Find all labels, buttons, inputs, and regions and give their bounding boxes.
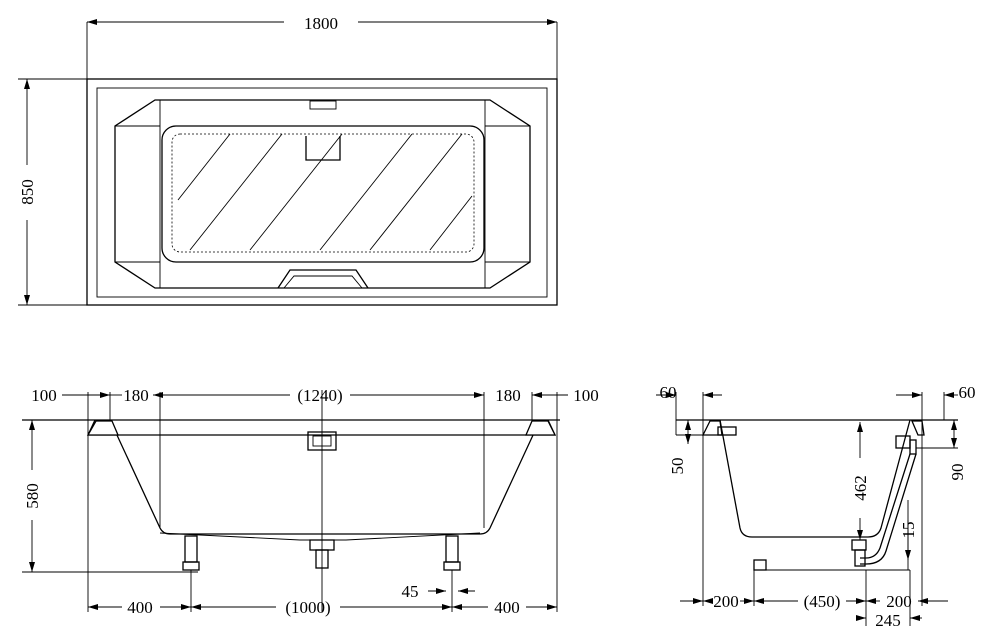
dim-side-depth: 462 <box>851 475 870 501</box>
dim-front-slope-left: 180 <box>123 386 149 405</box>
dim-top-depth: 850 <box>18 179 37 205</box>
dim-front-rim-right: 100 <box>573 386 599 405</box>
side-tub-body <box>719 419 911 538</box>
top-rim-outline <box>114 99 531 289</box>
dim-front-leg-right: 400 <box>494 598 520 617</box>
front-view: 100 180 (1240) 180 100 580 400 (1000) 40… <box>22 386 599 617</box>
dim-front-leg-left: 400 <box>127 598 153 617</box>
top-basin-inner <box>171 133 475 253</box>
dim-front-height: 580 <box>23 483 42 509</box>
side-view: 60 60 50 462 90 15 200 (450) 200 245 <box>656 383 976 630</box>
dim-side-bottom-left: 200 <box>713 592 739 611</box>
front-legs <box>182 535 461 571</box>
dim-side-bottom-inner: (450) <box>804 592 841 611</box>
dim-side-overflow: 90 <box>948 464 967 481</box>
dim-side-outlet: 245 <box>875 611 901 630</box>
top-view: 1800 850 <box>18 14 558 306</box>
side-drain <box>851 539 867 551</box>
dim-side-left-height: 50 <box>668 458 687 475</box>
dim-side-rim-right: 60 <box>959 383 976 402</box>
top-basin-outer <box>161 125 485 263</box>
top-outer-outline <box>86 78 558 306</box>
top-rim-bevels <box>115 100 530 288</box>
dim-front-inner-length: (1240) <box>297 386 342 405</box>
dim-front-leg-width: 45 <box>402 582 419 601</box>
dim-front-slope-right: 180 <box>495 386 521 405</box>
dim-side-rim-left: 60 <box>660 383 677 402</box>
dim-side-bottom-right: 200 <box>886 592 912 611</box>
dim-top-width: 1800 <box>304 14 338 33</box>
dim-side-drain: 15 <box>899 522 918 539</box>
top-overflow-slot <box>309 100 337 110</box>
dim-front-rim-left: 100 <box>31 386 57 405</box>
top-basin-hatching <box>177 133 473 251</box>
side-foot <box>753 559 767 571</box>
dim-front-leg-span: (1000) <box>285 598 330 617</box>
top-inner-outline <box>96 87 548 298</box>
front-tub-body <box>87 419 557 535</box>
top-drain-cover <box>305 136 341 161</box>
top-headrest-handle <box>277 269 369 289</box>
side-overflow-pipe <box>860 453 917 565</box>
